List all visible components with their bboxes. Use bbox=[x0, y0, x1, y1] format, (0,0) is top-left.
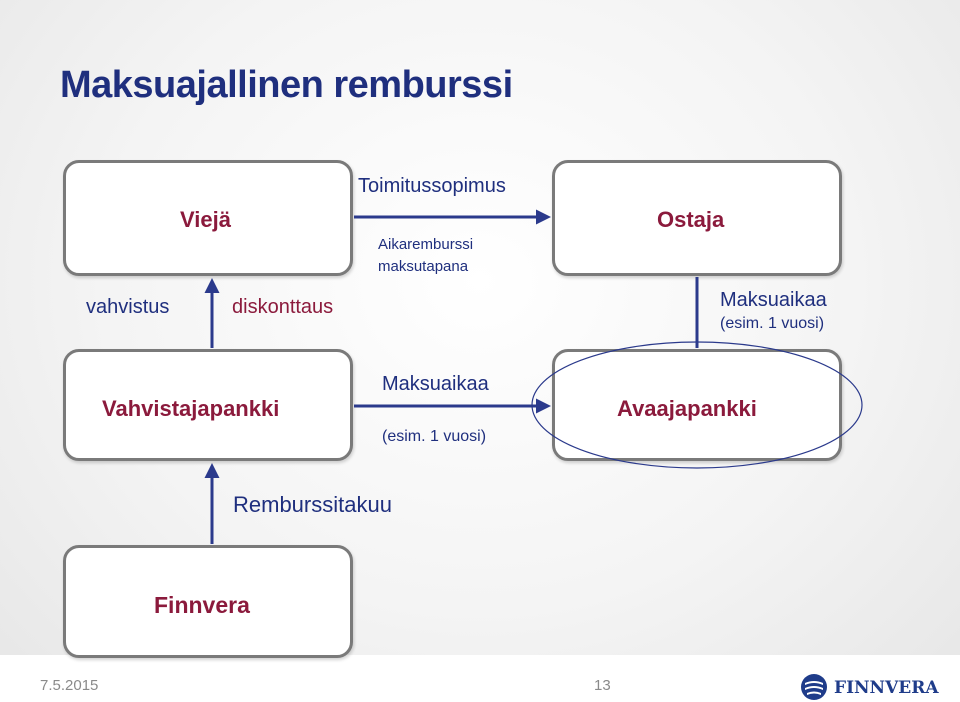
footer-band bbox=[0, 655, 960, 702]
vieja-box: Viejä bbox=[63, 160, 353, 276]
avaajapankki-label: Avaajapankki bbox=[617, 396, 757, 421]
diskonttaus-label: diskonttaus bbox=[232, 296, 334, 318]
toimitussopimus-label: Toimitussopimus bbox=[358, 175, 506, 197]
vahvistus-label: vahvistus bbox=[86, 296, 170, 318]
finnvera-logo-text: FINNVERA bbox=[834, 678, 939, 698]
avaajapankki-highlight-ellipse bbox=[531, 341, 863, 469]
ostaja-box: Ostaja bbox=[552, 160, 842, 276]
vahvistajapankki-label: Vahvistajapankki bbox=[102, 396, 280, 421]
finnvera-label: Finnvera bbox=[154, 592, 250, 618]
slide-title: Maksuajallinen remburssi bbox=[60, 64, 513, 106]
finnvera-logo: FINNVERA bbox=[800, 670, 940, 702]
ostaja-esim-label: (esim. 1 vuosi) bbox=[720, 315, 825, 332]
maksutapana-label: maksutapana bbox=[378, 258, 469, 275]
remburssitakuu-label: Remburssitakuu bbox=[233, 492, 392, 517]
aikaremburssi-label: Aikaremburssi bbox=[378, 236, 474, 253]
vahvistajapankki-box: Vahvistajapankki bbox=[63, 349, 353, 461]
finnvera-logo-icon bbox=[801, 674, 827, 700]
vieja-label: Viejä bbox=[180, 207, 231, 232]
finnvera-box: Finnvera bbox=[63, 545, 353, 658]
ostaja-label: Ostaja bbox=[657, 207, 725, 232]
page-number: 13 bbox=[594, 677, 611, 694]
footer-date: 7.5.2015 bbox=[40, 677, 99, 694]
ostaja-maksuaika-label: Maksuaikaa bbox=[720, 289, 827, 311]
bank-esim-label: (esim. 1 vuosi) bbox=[382, 428, 487, 445]
bank-maksuaika-label: Maksuaikaa bbox=[382, 373, 489, 395]
avaajapankki-box: Avaajapankki bbox=[552, 349, 842, 461]
